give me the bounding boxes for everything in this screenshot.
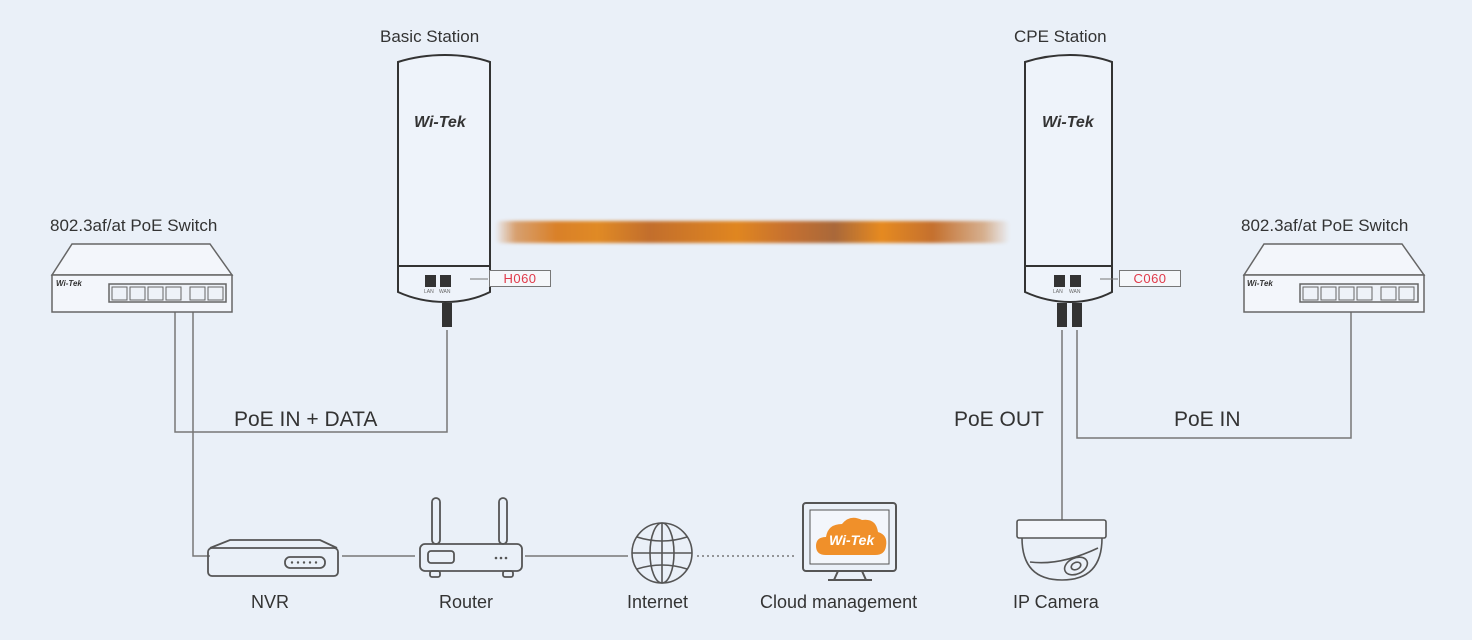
cpe-station-brand-logo: Wi-Tek (1042, 114, 1094, 131)
poe-in-label: PoE IN (1174, 408, 1241, 431)
left-switch-title: 802.3af/at PoE Switch (50, 216, 218, 235)
ip-camera-label: IP Camera (1013, 592, 1099, 612)
nvr-label: NVR (251, 592, 290, 612)
basic-station-lan-port-label: LAN (424, 289, 434, 295)
left-switch-brand-logo: Wi-Tek (56, 279, 82, 288)
router-icon (419, 497, 523, 578)
cpe-station-title: CPE Station (1014, 27, 1107, 46)
internet-label: Internet (627, 592, 689, 612)
cable-cpe-to-right-switch (1076, 312, 1352, 439)
cpe-station-device (1024, 53, 1118, 327)
cpe-station-wan-port-label: WAN (1069, 289, 1081, 295)
cable-left-switch-to-basic-station (174, 312, 448, 433)
cloud-management-label: Cloud management (760, 592, 918, 612)
right-poe-switch-device (1242, 243, 1426, 313)
cable-left-switch-to-nvr (192, 312, 210, 557)
basic-station-brand-logo: Wi-Tek (414, 114, 466, 131)
left-poe-switch-device (50, 243, 234, 313)
internet-globe-icon (631, 522, 693, 584)
ip-camera-icon (1016, 519, 1107, 581)
router-label: Router (439, 592, 494, 612)
cloud-icon (816, 517, 887, 555)
wireless-link-beam (495, 221, 1010, 243)
poe-in-data-label: PoE IN + DATA (234, 408, 378, 431)
cpe-station-model-tag: C060 (1119, 270, 1181, 287)
basic-station-device (397, 53, 491, 327)
cpe-station-lan-port-label: LAN (1053, 289, 1063, 295)
cloud-management-monitor-icon (802, 502, 897, 581)
basic-station-wan-port-label: WAN (439, 289, 451, 295)
basic-station-model-tag: H060 (489, 270, 551, 287)
poe-out-label: PoE OUT (954, 408, 1044, 431)
right-switch-title: 802.3af/at PoE Switch (1241, 216, 1409, 235)
nvr-icon (207, 539, 339, 577)
cloud-brand-logo: Wi-Tek (829, 532, 875, 548)
basic-station-title: Basic Station (380, 27, 480, 46)
right-switch-brand-logo: Wi-Tek (1247, 279, 1273, 288)
